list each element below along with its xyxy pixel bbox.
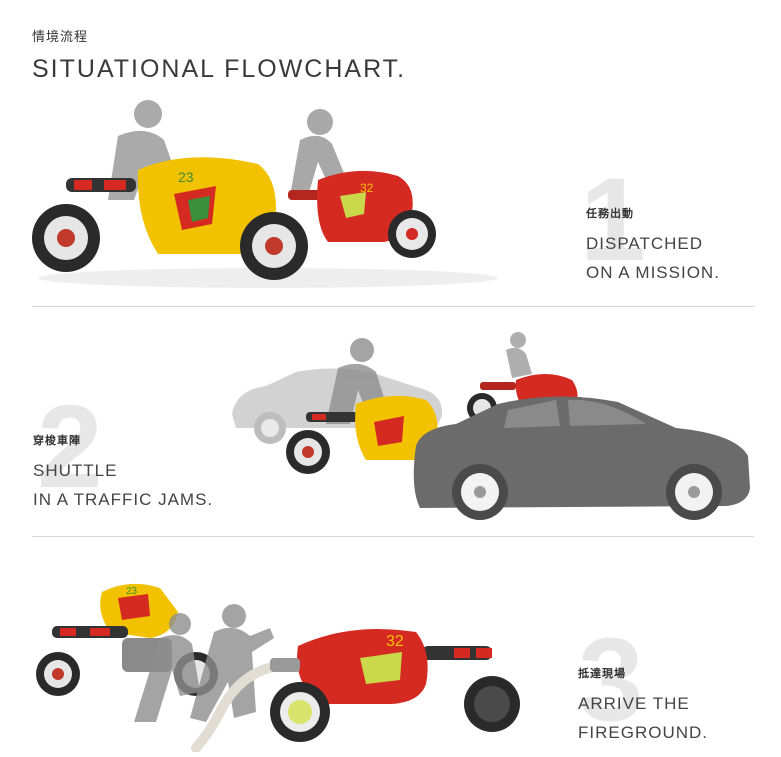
scene-3-illustration: 23 32 (36, 583, 520, 752)
step-1: 1 任務出動 DISPATCHED ON A MISSION. (580, 161, 720, 287)
foreground-car (413, 396, 750, 520)
firefighter-silhouette (134, 604, 274, 722)
scene-arrive: 23 32 (30, 572, 530, 752)
step-3-line-1: ARRIVE THE (578, 694, 690, 713)
divider (32, 536, 754, 537)
step-1-number: 1 (580, 154, 646, 286)
step-3: 3 抵達現場 ARRIVE THE FIREGROUND. (578, 621, 708, 747)
step-1-title-zh: 任務出動 (586, 208, 634, 220)
step-2-number: 2 (37, 381, 103, 513)
step-1-text: DISPATCHED ON A MISSION. (586, 229, 720, 287)
red-vehicle: 32 (270, 629, 520, 742)
yellow-vehicle-number: 23 (126, 586, 138, 597)
fire-hose (191, 661, 283, 752)
header: 情境流程 SITUATIONAL FLOWCHART. (32, 26, 406, 84)
yellow-vehicle: 23 (32, 157, 308, 280)
step-3-title-zh: 抵達現場 (578, 668, 626, 680)
rider-silhouette (326, 338, 386, 424)
step-3-line-2: FIREGROUND. (578, 723, 708, 742)
red-vehicle-number: 32 (386, 633, 404, 650)
step-1-line-2: ON A MISSION. (586, 263, 720, 282)
step-2: 2 穿梭車陣 SHUTTLE IN A TRAFFIC JAMS. (33, 388, 213, 514)
step-2-line-1: SHUTTLE (33, 461, 118, 480)
red-vehicle: 32 (288, 170, 436, 258)
step-2-line-2: IN A TRAFFIC JAMS. (33, 490, 214, 509)
step-3-number: 3 (578, 614, 644, 746)
red-vehicle-number: 32 (360, 181, 374, 195)
step-1-line-1: DISPATCHED (586, 234, 704, 253)
scene-dispatched: 32 23 (28, 100, 508, 300)
scene-shuttle (226, 328, 756, 528)
step-2-title-zh: 穿梭車陣 (33, 435, 81, 447)
step-3-text: ARRIVE THE FIREGROUND. (578, 689, 708, 747)
title-zh: 情境流程 (32, 29, 89, 44)
divider (32, 306, 754, 307)
step-2-text: SHUTTLE IN A TRAFFIC JAMS. (33, 456, 213, 514)
scene-2-illustration (232, 332, 750, 520)
yellow-vehicle-number: 23 (178, 169, 194, 185)
scene-1-illustration: 32 23 (32, 100, 498, 288)
title-en: SITUATIONAL FLOWCHART. (32, 55, 407, 83)
